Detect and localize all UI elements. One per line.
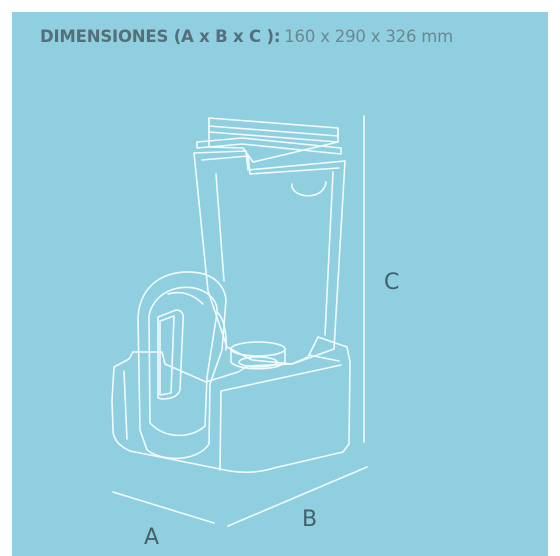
product-dimensions-panel: DIMENSIONES (A x B x C ):160 x 290 x 326…	[12, 12, 548, 556]
tank-handle-slot	[291, 181, 327, 197]
tank-inner-right-wall	[324, 171, 334, 336]
dimensions-title-value: 160 x 290 x 326 mm	[284, 27, 454, 46]
tank-outlet-body	[230, 348, 286, 370]
base-outline	[111, 336, 351, 474]
dimension-a-label: A	[144, 525, 159, 550]
base-top-front-edge	[220, 364, 342, 392]
product-line-drawing: C A B	[111, 115, 399, 550]
tank-outlet-ring	[230, 341, 286, 357]
control-tower-top-curve	[167, 291, 204, 305]
tank-lid-front	[208, 125, 339, 163]
control-tower-outline	[137, 271, 227, 460]
display-panel	[157, 309, 185, 400]
tank-inner-left-wall	[215, 173, 225, 282]
display-screen	[159, 315, 175, 396]
tank-lid-side	[208, 117, 339, 143]
tank-rim	[196, 137, 342, 155]
dimension-c-label: C	[384, 270, 399, 295]
tank-inner-edge	[201, 155, 340, 175]
dimension-b-line	[227, 466, 368, 527]
dimension-lines	[112, 115, 368, 527]
dimensions-title-label: DIMENSIONES (A x B x C ):	[40, 27, 281, 46]
dispenser-spout	[216, 311, 227, 351]
base-top-right-edge	[308, 354, 340, 362]
water-dispenser-illustration	[111, 117, 351, 474]
dimension-b-label: B	[302, 507, 317, 532]
base-left-edge	[123, 370, 128, 440]
base-front-corner	[219, 390, 222, 471]
dimensions-title: DIMENSIONES (A x B x C ):160 x 290 x 326…	[40, 26, 453, 48]
dimension-a-line	[112, 491, 215, 524]
tank-outlet-inner	[238, 356, 278, 368]
control-tower-inner	[148, 286, 218, 437]
